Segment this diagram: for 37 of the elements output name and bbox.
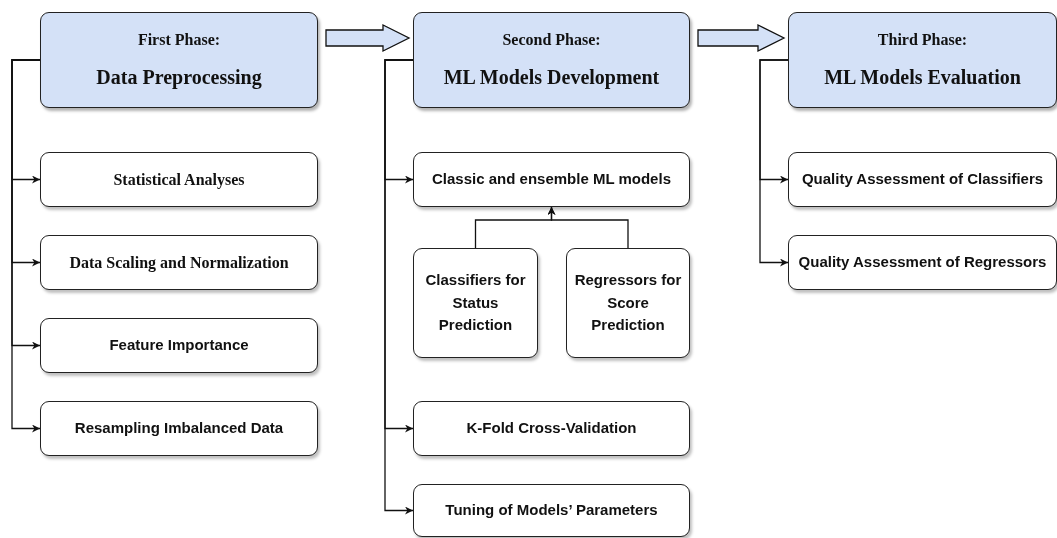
connector-arrow [384,59,414,515]
phase-box [40,12,318,108]
phase-title: Data Preprocessing [95,64,263,91]
phase-label: Second Phase: [501,30,602,51]
process-box [788,152,1057,207]
process-box [788,235,1057,290]
process-box [40,152,318,207]
phase-box [413,12,690,108]
connector-arrow [547,206,629,249]
phase-title: ML Models Development [442,64,661,91]
process-box [413,248,538,358]
box-label: Feature Importance [108,335,250,356]
box-label: Classifiers for Status Prediction [424,270,527,336]
block-arrow [325,23,411,53]
connector-arrow [759,59,789,267]
box-label: K-Fold Cross-Validation [465,418,638,439]
box-label: Regressors for Score Prediction [573,270,683,336]
box-label: Resampling Imbalanced Data [73,418,285,439]
box-label: Quality Assessment of Classifiers [800,169,1045,190]
phase-title: ML Models Evaluation [823,64,1022,90]
process-box [413,484,690,537]
box-label: Data Scaling and Normalization [68,252,290,274]
box-label: Quality Assessment of Regressors [797,252,1048,273]
process-box [40,318,318,373]
process-box [40,401,318,456]
process-box [413,152,690,207]
block-arrow [697,23,786,53]
phase-box [788,12,1057,108]
phase-label: Third Phase: [876,30,969,51]
phase-label: First Phase: [136,30,222,51]
box-label: Statistical Analyses [112,169,246,191]
process-box [40,235,318,290]
box-label: Tuning of Models’ Parameters [444,500,659,521]
process-box [566,248,690,358]
process-box [413,401,690,456]
box-label: Classic and ensemble ML models [431,169,672,190]
connector-arrow [11,59,41,433]
